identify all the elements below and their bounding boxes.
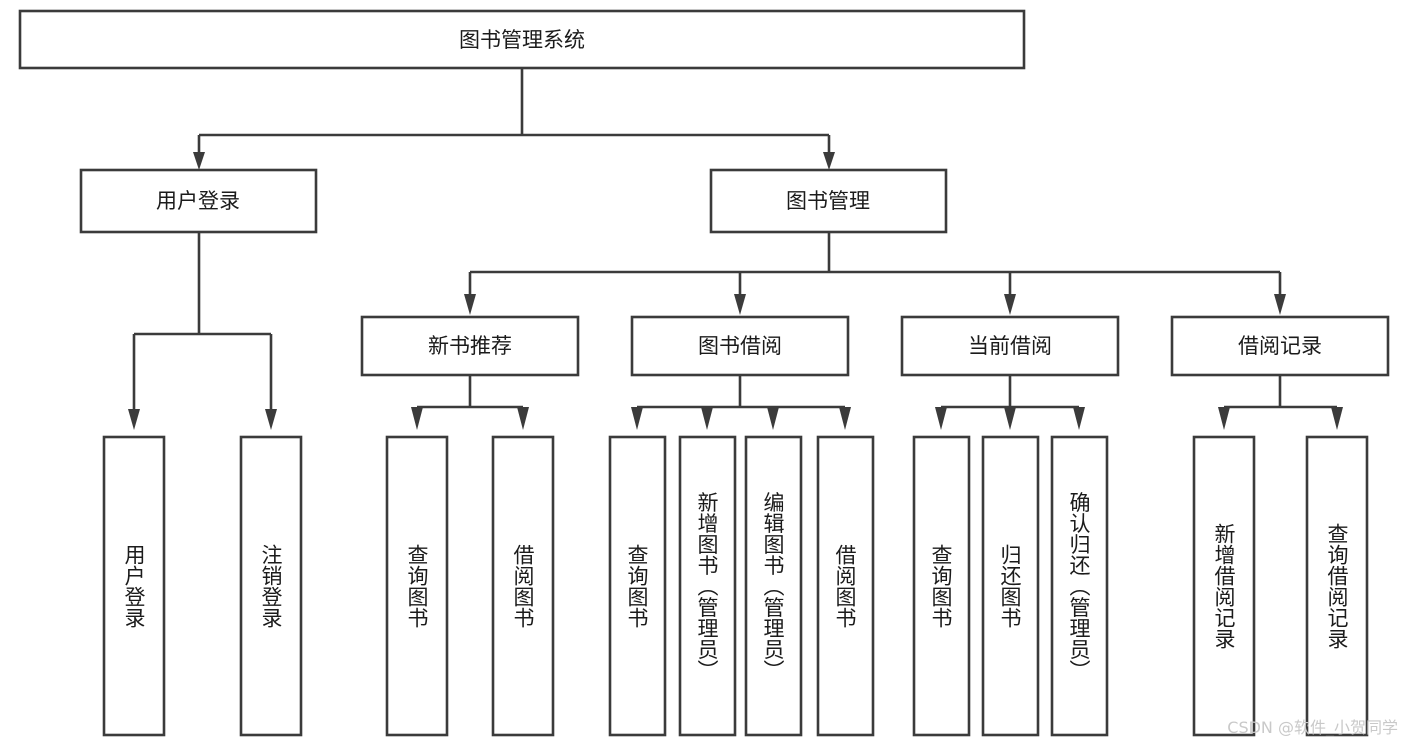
node-user-login[interactable]: 用户登录 — [79, 168, 318, 234]
node-user-login-label: 用户登录 — [156, 189, 240, 213]
node-book-management[interactable]: 图书管理 — [709, 168, 948, 234]
node-leaf-query-book-2-label: 查询图书 — [625, 544, 649, 628]
node-leaf-query-book-3-label: 查询图书 — [929, 544, 953, 628]
node-current-borrow-label: 当前借阅 — [968, 334, 1052, 358]
arrowhead-leaf-confirm-return — [1073, 407, 1085, 430]
arrowhead-borrow-record — [1274, 294, 1286, 315]
node-leaf-add-record-label: 新增借阅记录 — [1212, 523, 1236, 649]
node-leaf-borrow-book-2-label: 借阅图书 — [833, 544, 857, 628]
node-leaf-query-book-3[interactable]: 查询图书 — [912, 435, 971, 737]
arrowhead-leaf-borrow-book-1 — [517, 407, 529, 430]
node-leaf-borrow-book-2[interactable]: 借阅图书 — [816, 435, 875, 737]
arrowhead-leaf-return-book — [1004, 407, 1016, 430]
node-leaf-query-record[interactable]: 查询借阅记录 — [1305, 435, 1369, 737]
node-leaf-confirm-return[interactable]: 确认归还（管理员） — [1050, 435, 1109, 737]
node-borrow-record[interactable]: 借阅记录 — [1170, 315, 1390, 377]
arrowhead-leaf-query-book-2 — [631, 407, 643, 430]
arrowhead-leaf-query-record — [1331, 407, 1343, 430]
node-leaf-add-book[interactable]: 新增图书（管理员） — [678, 435, 737, 737]
node-leaf-return-book-label: 归还图书 — [998, 544, 1022, 628]
node-leaf-query-book-1[interactable]: 查询图书 — [385, 435, 449, 737]
node-leaf-logout[interactable]: 注销登录 — [239, 435, 303, 737]
node-leaf-query-record-label: 查询借阅记录 — [1325, 523, 1349, 649]
node-leaf-borrow-book-1-label: 借阅图书 — [511, 544, 535, 628]
arrowhead-leaf-add-record — [1218, 407, 1230, 430]
node-leaf-edit-book[interactable]: 编辑图书（管理员） — [744, 435, 803, 737]
arrowhead-book-borrow — [734, 294, 746, 315]
node-new-book-recommend-label: 新书推荐 — [428, 334, 512, 358]
arrowhead-user-login — [193, 152, 205, 170]
connector-layer — [128, 68, 1343, 430]
node-book-management-label: 图书管理 — [786, 189, 870, 213]
node-leaf-user-login-label: 用户登录 — [122, 544, 146, 628]
node-leaf-user-login[interactable]: 用户登录 — [102, 435, 166, 737]
csdn-watermark: CSDN @软件_小贺同学 — [1227, 718, 1398, 738]
arrowhead-leaf-edit-book — [767, 407, 779, 430]
node-book-borrow[interactable]: 图书借阅 — [630, 315, 850, 377]
arrowhead-current-borrow — [1004, 294, 1016, 315]
arrowhead-leaf-add-book — [701, 407, 713, 430]
arrowhead-leaf-query-book-3 — [935, 407, 947, 430]
arrowhead-new-book-recommend — [464, 294, 476, 315]
arrowhead-leaf-query-book-1 — [411, 407, 423, 430]
node-leaf-logout-label: 注销登录 — [259, 544, 283, 628]
node-root-label: 图书管理系统 — [459, 28, 585, 52]
node-leaf-edit-book-label: 编辑图书（管理员） — [761, 492, 785, 681]
node-new-book-recommend[interactable]: 新书推荐 — [360, 315, 580, 377]
node-borrow-record-label: 借阅记录 — [1238, 334, 1322, 358]
node-leaf-return-book[interactable]: 归还图书 — [981, 435, 1040, 737]
node-leaf-borrow-book-1[interactable]: 借阅图书 — [491, 435, 555, 737]
arrowhead-leaf-user-login — [128, 409, 140, 430]
node-book-borrow-label: 图书借阅 — [698, 334, 782, 358]
node-leaf-query-book-1-label: 查询图书 — [405, 544, 429, 628]
arrowhead-book-management — [823, 152, 835, 170]
node-leaf-confirm-return-label: 确认归还（管理员） — [1067, 492, 1091, 681]
node-root[interactable]: 图书管理系统 — [18, 9, 1026, 70]
node-leaf-add-book-label: 新增图书（管理员） — [695, 492, 719, 681]
node-leaf-query-book-2[interactable]: 查询图书 — [608, 435, 667, 737]
arrowhead-leaf-borrow-book-2 — [839, 407, 851, 430]
node-leaf-add-record[interactable]: 新增借阅记录 — [1192, 435, 1256, 737]
arrowhead-leaf-logout — [265, 409, 277, 430]
node-current-borrow[interactable]: 当前借阅 — [900, 315, 1120, 377]
